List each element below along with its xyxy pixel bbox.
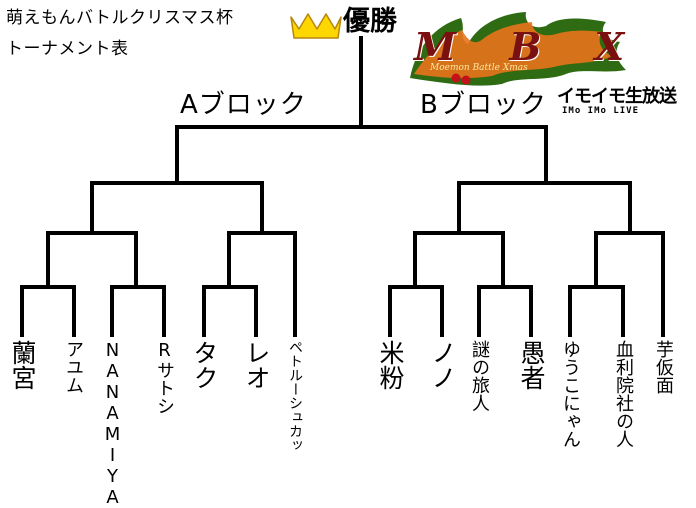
tournament-title: 萌えもんバトルクリスマス杯 [6,8,234,28]
player-name: Rサトシ [154,340,175,415]
tournament-subtitle: トーナメント表 [6,39,129,59]
mbx-logo-text: M B X [414,24,645,69]
imo-imo-logo-subtext: IMo IMo LIVE [562,106,640,116]
player-name: 血利院社の人 [613,340,634,448]
block-a-label: Aブロック [180,90,307,120]
mbx-logo-subtext: Moemon Battle Xmas [430,63,528,73]
tournament-sheet: 萌えもんバトルクリスマス杯 トーナメント表 優勝 M B X Moemon Ba… [6,6,677,508]
player-name: 謎の旅人 [469,340,490,412]
crown-icon [290,13,342,39]
mbx-logo [410,12,626,86]
player-name: 芋仮面 [653,340,674,394]
player-name: ノノ [428,340,457,390]
player-name: レオ [242,340,271,390]
bracket-lines [20,13,665,337]
block-b-label: Bブロック [420,90,547,120]
player-name: 蘭宮 [8,340,37,390]
imo-imo-logo-text: イモイモ生放送 [557,86,677,107]
player-name: 米粉 [376,340,405,390]
player-name: タク [190,340,219,390]
winner-label: 優勝 [343,6,397,37]
player-name: ゆうこにゃん [560,340,581,448]
player-name: アユム [63,340,84,394]
player-name: NANAMIYA [102,340,123,508]
player-name: ペトルーシュカッ [287,340,303,452]
player-name: 愚者 [517,340,546,390]
